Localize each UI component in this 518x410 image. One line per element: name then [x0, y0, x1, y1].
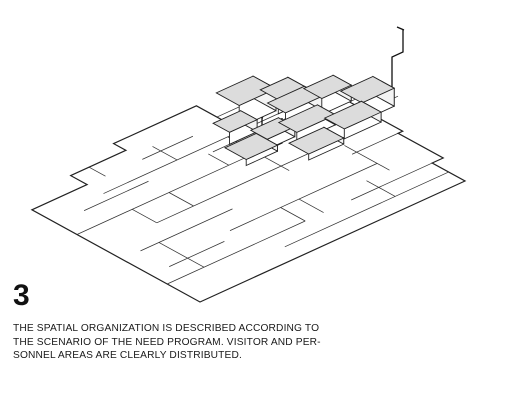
- caption-line-3: SONNEL AREAS ARE CLEARLY DISTRIBUTED.: [13, 350, 242, 362]
- grid-line-3: [280, 207, 306, 222]
- volume-top-face-4: [302, 74, 353, 100]
- volume-top-face-9: [323, 100, 383, 130]
- caption-line-1: THE SPATIAL ORGANIZATION IS DESCRIBED AC…: [13, 323, 320, 334]
- vertical-connector-0: [391, 30, 404, 90]
- step-number: 3: [13, 279, 30, 312]
- connector-cap-0: [396, 26, 405, 31]
- grid-line-1: [158, 242, 205, 268]
- volume-top-face-3: [266, 85, 324, 114]
- grid-line-12: [88, 166, 106, 177]
- grid-line-10: [284, 171, 449, 248]
- grid-line-19: [83, 180, 149, 211]
- grid-line-23: [208, 153, 229, 166]
- grid-line-18: [298, 198, 324, 213]
- grid-line-24: [351, 162, 433, 201]
- grid-line-22: [156, 184, 240, 224]
- grid-line-17: [351, 132, 399, 155]
- grid-line-4: [229, 163, 378, 231]
- grid-line-21: [168, 192, 194, 207]
- grid-line-15: [169, 241, 225, 267]
- volume-top-face-8: [339, 75, 396, 104]
- caption-line-2: THE SCENARIO OF THE NEED PROGRAM. VISITO…: [13, 336, 321, 348]
- grid-line-13: [152, 146, 178, 161]
- grid-line-5: [132, 208, 157, 224]
- grid-line-11: [344, 145, 390, 171]
- volume-top-face-7: [277, 104, 337, 133]
- building-volumes: [212, 74, 396, 167]
- volume-top-face-6: [223, 132, 279, 161]
- caption-text: THE SPATIAL ORGANIZATION IS DESCRIBED AC…: [13, 322, 393, 363]
- grid-line-9: [366, 180, 396, 197]
- volume-top-face-10: [287, 126, 345, 155]
- grid-line-6: [76, 152, 257, 235]
- grid-line-25: [142, 135, 194, 160]
- volume-top-face-0: [215, 75, 278, 107]
- volume-top-face-2: [212, 110, 259, 133]
- grid-line-2: [140, 208, 233, 252]
- grid-line-0: [167, 220, 306, 285]
